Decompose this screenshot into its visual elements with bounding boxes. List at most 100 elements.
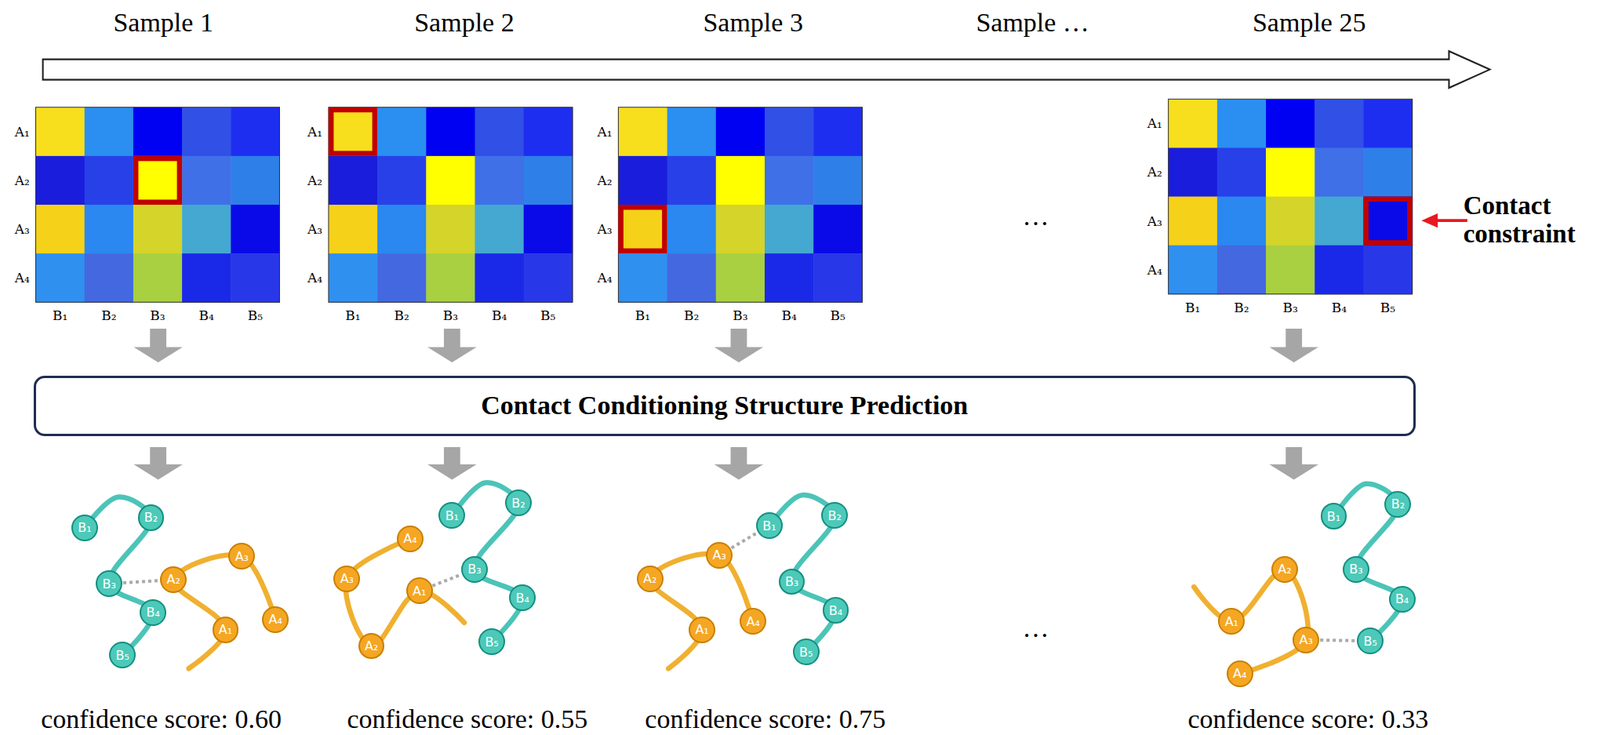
heatmap-cell [1314, 147, 1364, 197]
residue-bead: A₁ [1218, 607, 1245, 635]
axis-label: A₂ [14, 172, 30, 188]
heatmap-cell [425, 107, 476, 157]
heatmap-cell [377, 107, 427, 157]
heatmap-cell [181, 253, 232, 303]
flow-arrow [714, 447, 764, 480]
chain-a [345, 538, 465, 647]
contact-line [731, 532, 758, 548]
bead-label: A₃ [1299, 632, 1313, 648]
heatmap-cell [813, 253, 863, 303]
pointer-arrowhead [1421, 213, 1438, 228]
sample-title: Sample … [975, 7, 1089, 37]
axis-label: A₃ [307, 221, 323, 237]
heatmap-cell [1363, 98, 1413, 149]
heatmap-cell [667, 107, 717, 157]
heatmap-cell [36, 107, 86, 157]
heatmap-cell [1265, 147, 1316, 197]
axis-label: A₁ [307, 123, 323, 139]
bead-label: A₂ [166, 571, 180, 587]
residue-bead: B₂ [505, 489, 532, 517]
heatmap-cell [618, 204, 668, 255]
heatmap-cell [230, 204, 280, 255]
axis-label: B₅ [830, 308, 846, 324]
contact-highlight [330, 109, 375, 154]
bead-label: B₂ [511, 495, 525, 511]
axis-label: B₄ [1331, 299, 1347, 315]
axis-label: A₁ [14, 123, 30, 139]
axis-label: B₃ [1282, 299, 1298, 315]
bead-label: B₄ [145, 604, 160, 620]
heatmap-frame [1168, 98, 1413, 294]
heatmap-cell [84, 107, 135, 157]
axis-label: B₄ [199, 308, 215, 324]
bead-label: A₃ [712, 547, 727, 563]
heatmap-cell [36, 204, 86, 255]
flow-arrow [427, 328, 477, 363]
bead-label: B₁ [445, 508, 459, 524]
residue-bead: A₁ [688, 616, 716, 644]
bead-label: B₂ [1391, 496, 1405, 512]
bead-label: B₁ [1327, 509, 1341, 524]
axis-label: A₃ [597, 221, 613, 237]
residue-bead: B₄ [822, 596, 850, 624]
axis-label: A₄ [1147, 261, 1163, 277]
residue-bead: B₃ [778, 568, 806, 596]
flow-arrow [1269, 447, 1318, 480]
confidence-score: confidence score: 0.33 [1187, 705, 1429, 735]
heatmap-cell [425, 156, 476, 206]
bead-label: B₃ [785, 574, 799, 590]
heatmap-cell [618, 253, 668, 303]
residue-bead: B₄ [509, 584, 536, 611]
heatmap-cell [523, 107, 574, 157]
axis-label: B₂ [1233, 299, 1249, 315]
heatmap-cell [1363, 196, 1413, 247]
axis-label: B₃ [149, 308, 165, 324]
heatmap-cell [813, 156, 863, 206]
heatmap-cell [474, 156, 524, 206]
heatmap-cell [1217, 245, 1267, 295]
sample-title: Sample 1 [112, 7, 213, 37]
axis-label: B₂ [683, 308, 699, 324]
bead-label: A₂ [643, 570, 657, 586]
heatmap-cell [377, 156, 427, 206]
residue-bead: B₅ [1356, 627, 1384, 655]
bead-label: B₄ [829, 603, 843, 619]
axis-label: B₅ [540, 308, 556, 324]
residue-bead: B₁ [1320, 502, 1348, 530]
heatmap-cell [474, 204, 524, 255]
heatmap-cell [1314, 98, 1364, 149]
heatmap-cell [667, 204, 717, 255]
residue-bead: B₂ [821, 501, 848, 529]
process-box: Contact Conditioning Structure Predictio… [33, 375, 1416, 437]
heatmap-cell [328, 107, 379, 157]
heatmap-cell [230, 156, 280, 206]
heatmap-cell [230, 107, 280, 157]
bead-label: B₁ [762, 518, 776, 534]
flow-arrow [133, 328, 182, 363]
heatmap-cell [1217, 196, 1267, 247]
heatmap-frame [618, 107, 862, 302]
contact-highlight [621, 207, 666, 251]
bead-label: A₂ [364, 638, 379, 654]
axis-label: B₂ [101, 308, 117, 324]
bead-label: A₄ [403, 530, 417, 546]
residue-bead: A₃ [228, 542, 255, 570]
heatmap-cell [1314, 196, 1364, 247]
heatmap-cell [133, 156, 183, 206]
bead-label: B₃ [101, 576, 116, 592]
heatmap-cell [328, 253, 379, 303]
axis-label: B₄ [781, 308, 797, 324]
heatmap-cell [1168, 98, 1219, 149]
axis-label: A₄ [307, 270, 323, 286]
residue-bead: A₄ [396, 525, 424, 553]
bead-label: B₅ [1363, 633, 1378, 649]
flow-arrow [427, 447, 477, 480]
bead-label: A₁ [1225, 614, 1239, 630]
heatmap-cell [1168, 147, 1219, 197]
heatmap-cell [474, 253, 524, 303]
bead-label: A₁ [218, 621, 233, 637]
heatmap-cell [425, 253, 476, 303]
residue-bead: B₁ [756, 512, 783, 539]
